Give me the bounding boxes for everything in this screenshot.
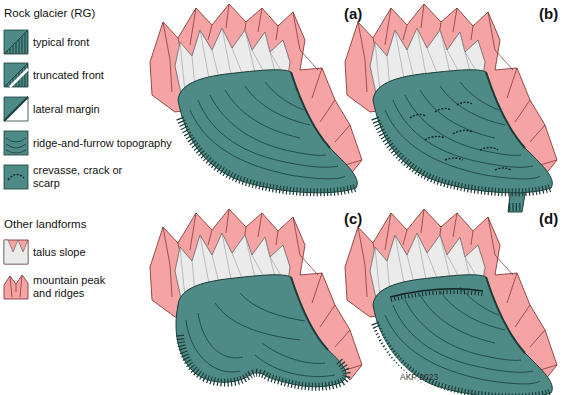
legend-swatches [4,30,28,299]
panel-d [345,209,557,395]
swatch-mountain [4,275,28,299]
panel-letter: (d) [539,210,558,227]
panel-letter: (a) [344,5,362,22]
swatch-crevasse [4,165,28,189]
legend-heading: Rock glacier (RG) [4,7,95,20]
legend-label: truncated front [33,69,163,82]
panel-letter: (b) [539,5,558,22]
swatch-truncated-front [4,63,28,87]
panel-letter: (c) [344,210,362,227]
swatch-ridge-furrow [4,131,28,155]
swatch-lateral-margin [4,97,28,121]
legend-label: typical front [33,36,163,49]
swatch-typical-front [4,30,28,54]
swatch-talus [4,240,28,264]
panel-a [150,4,362,193]
legend-heading: Other landforms [4,218,86,231]
legend-label: crevasse, crack or scarp [33,164,125,189]
panel-b [345,4,557,212]
legend-label: lateral margin [33,103,163,116]
legend-label: mountain peak and ridges [33,274,121,299]
credit-note: AKP 2023 [400,373,438,383]
panel-c [150,209,362,387]
legend-label: ridge-and-furrow topography [33,137,183,150]
legend-label: talus slope [33,246,163,259]
